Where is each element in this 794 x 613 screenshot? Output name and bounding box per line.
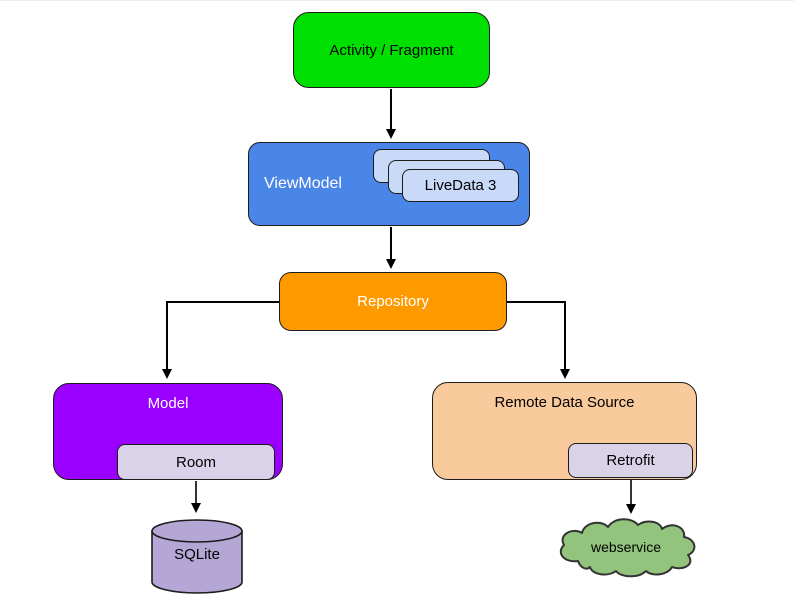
node-remote-data-source-label: Remote Data Source (494, 394, 635, 411)
node-room: Room (117, 444, 275, 480)
livedata-card-front: LiveData 3 (402, 169, 519, 202)
livedata-label: LiveData 3 (424, 177, 497, 194)
sqlite-label: SQLite (174, 546, 220, 563)
node-retrofit-label: Retrofit (606, 452, 655, 469)
webservice-label: webservice (590, 539, 662, 555)
node-repository: Repository (279, 272, 507, 331)
node-room-label: Room (175, 453, 216, 471)
node-viewmodel-label: ViewModel (264, 175, 342, 192)
edge-repository-remote (507, 301, 570, 379)
node-retrofit: Retrofit (568, 443, 693, 478)
node-repository-label: Repository (357, 293, 429, 310)
node-model-label: Model (147, 395, 189, 412)
node-activity-fragment: Activity / Fragment (293, 12, 490, 88)
top-hairline (0, 0, 794, 1)
node-activity-fragment-label: Activity / Fragment (329, 41, 454, 59)
edge-repository-model (162, 301, 279, 379)
